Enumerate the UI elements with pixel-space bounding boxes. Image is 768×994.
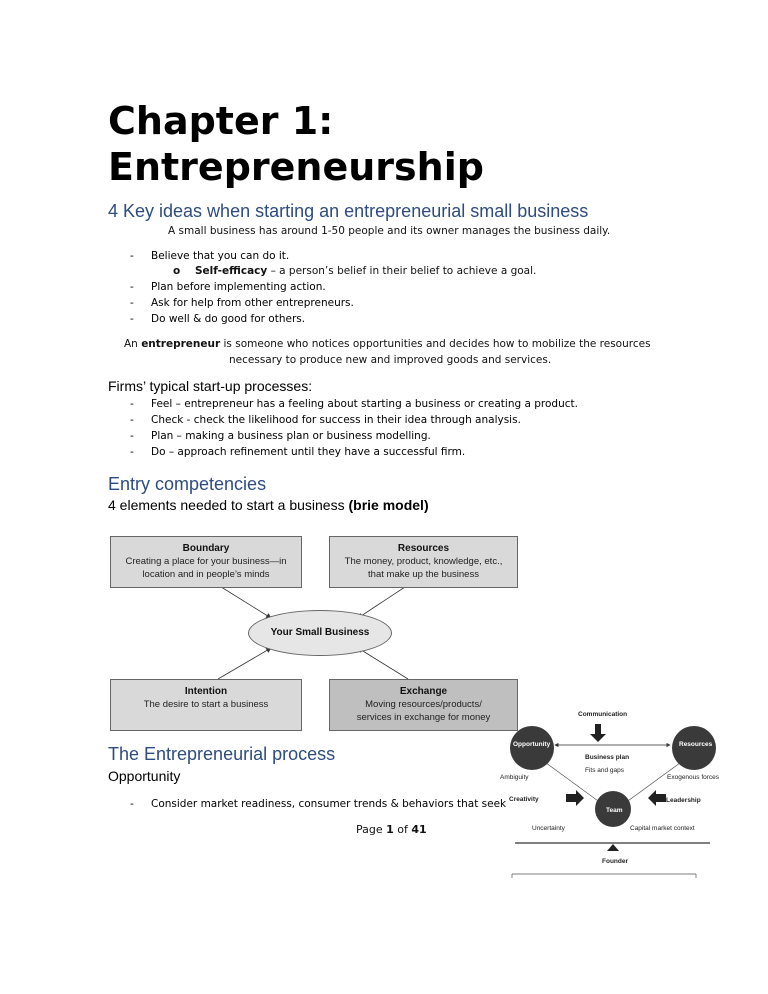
intention-title: Intention	[184, 686, 228, 697]
bullet-plan: Plan before implementing action.	[151, 281, 326, 293]
heading-startup-processes: Firms’ typical start-up processes:	[108, 378, 313, 394]
process-creativity: Creativity	[509, 796, 539, 803]
small-business-intro: A small business has around 1-50 people …	[168, 225, 611, 237]
bullet-check: Check - check the likelihood for success…	[151, 414, 521, 426]
title-line-1: Chapter 1:	[108, 99, 334, 143]
brie-arrows	[217, 584, 409, 680]
footer-page-label: Page	[356, 823, 387, 836]
footer-total-pages: 41	[411, 823, 427, 836]
def-rest: is someone who notices opportunities and…	[220, 338, 651, 350]
heading-key-ideas: 4 Key ideas when starting an entrepreneu…	[108, 201, 589, 221]
bullet-dash: -	[130, 313, 134, 325]
brie-subheading: 4 elements needed to start a business (b…	[108, 497, 429, 513]
process-resources: Resources	[679, 741, 713, 748]
process-ambiguity: Ambiguity	[500, 774, 529, 781]
bullet-plan-step: Plan – making a business plan or busines…	[151, 430, 431, 442]
process-leadership: Leadership	[666, 797, 701, 804]
brie-boundary-box: Boundary Creating a place for your busin…	[110, 536, 302, 588]
bullet-dash: -	[130, 297, 134, 309]
opportunity-subheading: Opportunity	[108, 768, 181, 784]
resources-desc-1: The money, product, knowledge, etc.,	[344, 556, 503, 567]
resources-title: Resources	[397, 543, 450, 554]
heading-entry-competencies: Entry competencies	[108, 474, 267, 494]
exchange-desc-2: services in exchange for money	[356, 712, 491, 723]
bullet-dash: -	[130, 798, 134, 810]
bullet-dash: -	[130, 250, 134, 262]
brie-sub-text: 4 elements needed to start a business	[108, 497, 349, 513]
bullet-dash: -	[130, 414, 134, 426]
self-efficacy-term: Self-efficacy	[195, 265, 268, 277]
process-communication: Communication	[578, 711, 628, 718]
brie-exchange-box: Exchange Moving resources/products/ serv…	[329, 679, 518, 731]
boundary-desc-1: Creating a place for your business—in	[125, 556, 287, 567]
boundary-title: Boundary	[182, 543, 230, 554]
process-exogenous: Exogenous forces	[667, 774, 720, 781]
entrepreneur-definition: An entrepreneur is someone who notices o…	[124, 338, 651, 350]
process-fits-gaps: Fits and gaps	[585, 767, 625, 774]
intention-desc-1: The desire to start a business	[143, 699, 269, 710]
exchange-title: Exchange	[399, 686, 448, 697]
def-pre: An	[124, 338, 142, 350]
bullet-dash: -	[130, 281, 134, 293]
sub-bullet-marker: o	[173, 265, 181, 277]
heading-entrepreneurial-process: The Entrepreneurial process	[108, 744, 336, 764]
brie-model-label: (brie model)	[348, 497, 429, 513]
bullet-feel: Feel – entrepreneur has a feeling about …	[151, 398, 578, 410]
exchange-desc-1: Moving resources/products/	[365, 699, 482, 710]
brie-center-ellipse: Your Small Business	[248, 610, 392, 656]
bullet-market-readiness: Consider market readiness, consumer tren…	[151, 798, 507, 810]
self-efficacy-def: – a person’s belief in their belief to a…	[267, 265, 537, 277]
bullet-dash: -	[130, 398, 134, 410]
bullet-dash: -	[130, 446, 134, 458]
process-opportunity: Opportunity	[513, 741, 551, 748]
bullet-dash: -	[130, 430, 134, 442]
footer-current-page: 1	[386, 823, 394, 836]
process-uncertainty: Uncertainty	[532, 825, 565, 832]
footer-of-label: of	[393, 823, 412, 836]
process-diagram	[510, 724, 716, 878]
entrepreneur-definition-line2: necessary to produce new and improved go…	[229, 354, 552, 366]
process-capital: Capital market context	[630, 825, 695, 832]
resources-desc-2: that make up the business	[368, 569, 479, 580]
entrepreneur-term: entrepreneur	[141, 338, 221, 350]
process-business-plan: Business plan	[585, 754, 630, 761]
sub-bullet-self-efficacy: Self-efficacy – a person’s belief in the…	[195, 265, 536, 277]
process-founder: Founder	[602, 858, 628, 865]
boundary-desc-2: location and in people’s minds	[142, 569, 270, 580]
bullet-do: Do – approach refinement until they have…	[151, 446, 466, 458]
brie-intention-box: Intention The desire to start a business	[110, 679, 302, 731]
bullet-do-well: Do well & do good for others.	[151, 313, 306, 325]
process-team: Team	[606, 807, 623, 814]
bullet-ask-help: Ask for help from other entrepreneurs.	[151, 297, 354, 309]
bullet-believe: Believe that you can do it.	[151, 250, 290, 262]
page-footer: Page 1 of 41	[356, 823, 427, 836]
page-title: Chapter 1: Entrepreneurship	[108, 98, 668, 190]
title-line-2: Entrepreneurship	[108, 145, 484, 189]
brie-resources-box: Resources The money, product, knowledge,…	[329, 536, 518, 588]
